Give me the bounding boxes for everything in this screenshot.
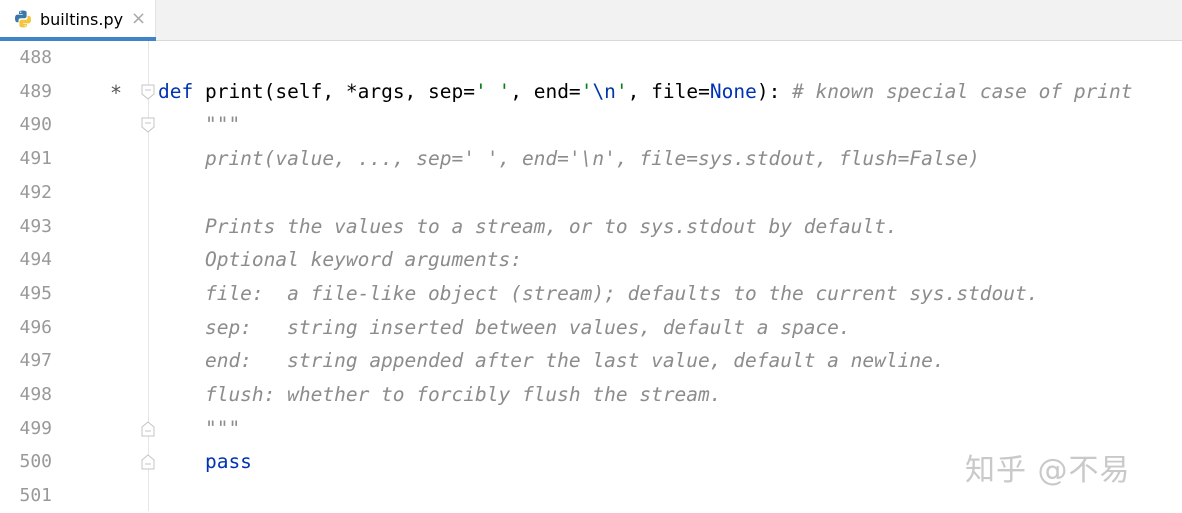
- code-token: None: [709, 79, 757, 103]
- code-token: """: [158, 416, 241, 440]
- code-line[interactable]: 495 file: a file-like object (stream); d…: [0, 277, 1182, 311]
- code-line[interactable]: 494 Optional keyword arguments:: [0, 243, 1182, 277]
- code-text: sep: string inserted between values, def…: [158, 315, 851, 339]
- fold-marker-icon[interactable]: [141, 84, 155, 100]
- code-line[interactable]: 501: [0, 479, 1182, 513]
- code-token: ' ': [475, 79, 511, 103]
- code-text: def print(self, *args, sep=' ', end='\n'…: [158, 79, 1133, 103]
- tab-filename: builtins.py: [40, 10, 124, 29]
- line-number: 491: [19, 148, 52, 170]
- line-number: 492: [19, 181, 52, 203]
- fold-marker-icon[interactable]: [141, 421, 155, 437]
- line-number: 498: [19, 384, 52, 405]
- tab-builtins-py[interactable]: builtins.py ×: [0, 0, 156, 41]
- code-token: pass: [158, 450, 252, 474]
- code-line[interactable]: 496 sep: string inserted between values,…: [0, 311, 1182, 345]
- line-number-gutter[interactable]: [0, 41, 148, 511]
- line-number: 490: [19, 114, 52, 136]
- code-text: print(value, ..., sep=' ', end='\n', fil…: [158, 149, 980, 169]
- code-token: """: [158, 113, 241, 137]
- code-token: print(value, ..., sep=' ', end='\n', fil…: [158, 147, 980, 171]
- code-line[interactable]: 490 """: [0, 108, 1182, 142]
- watermark-text: 知乎 @不易: [965, 453, 1131, 488]
- code-line[interactable]: 498 flush: whether to forcibly flush the…: [0, 378, 1182, 412]
- code-token: def: [158, 79, 194, 103]
- code-token: Optional keyword arguments:: [158, 248, 522, 272]
- code-line[interactable]: 500 pass: [0, 445, 1182, 479]
- line-number: 489: [19, 80, 52, 102]
- python-file-icon: [13, 9, 33, 29]
- code-text: """: [158, 416, 241, 440]
- code-token: end: string appended after the last valu…: [158, 349, 945, 373]
- code-token: , end=: [510, 79, 581, 103]
- active-tab-indicator: [0, 37, 156, 41]
- fold-marker-icon[interactable]: [141, 454, 155, 470]
- override-marker-icon[interactable]: *: [110, 80, 123, 105]
- code-text: end: string appended after the last valu…: [158, 351, 945, 371]
- code-token: , file=: [627, 79, 710, 103]
- line-number: 501: [19, 485, 52, 507]
- code-token: Prints the values to a stream, or to sys…: [158, 214, 898, 238]
- code-text: """: [158, 115, 240, 135]
- code-text: flush: whether to forcibly flush the str…: [158, 385, 722, 405]
- editor-tab-bar: builtins.py ×: [0, 0, 1182, 41]
- code-line[interactable]: 497 end: string appended after the last …: [0, 344, 1182, 378]
- line-number: 500: [19, 451, 52, 473]
- line-number: 495: [19, 282, 52, 304]
- gutter-divider: [148, 41, 149, 511]
- code-token: ):: [756, 79, 793, 103]
- line-number: 497: [19, 350, 52, 372]
- code-line[interactable]: 493 Prints the values to a stream, or to…: [0, 210, 1182, 244]
- close-icon[interactable]: ×: [131, 8, 147, 29]
- code-line[interactable]: 492: [0, 176, 1182, 210]
- code-token: print(self, *args, sep=: [193, 79, 475, 103]
- code-text: file: a file-like object (stream); defau…: [158, 281, 1039, 305]
- code-token: ': [615, 79, 628, 103]
- line-number: 494: [19, 249, 52, 271]
- code-line[interactable]: 499 """: [0, 412, 1182, 446]
- code-line[interactable]: 491 print(value, ..., sep=' ', end='\n',…: [0, 142, 1182, 176]
- line-number: 488: [19, 47, 52, 68]
- fold-marker-icon[interactable]: [141, 117, 155, 134]
- code-token: \n: [592, 79, 616, 103]
- code-token: # known special case of print: [792, 79, 1133, 103]
- code-token: ': [580, 79, 593, 103]
- line-number: 493: [19, 215, 52, 237]
- code-text: Prints the values to a stream, or to sys…: [158, 214, 898, 238]
- code-text: Optional keyword arguments:: [158, 250, 522, 270]
- code-text: pass: [158, 452, 252, 472]
- code-token: flush: whether to forcibly flush the str…: [158, 383, 722, 406]
- code-token: sep: string inserted between values, def…: [158, 315, 851, 339]
- line-number: 496: [19, 316, 52, 338]
- code-token: file: a file-like object (stream); defau…: [158, 281, 1039, 305]
- code-line[interactable]: 489*def print(self, *args, sep=' ', end=…: [0, 75, 1182, 109]
- line-number: 499: [19, 417, 52, 439]
- code-line[interactable]: 488: [0, 41, 1182, 75]
